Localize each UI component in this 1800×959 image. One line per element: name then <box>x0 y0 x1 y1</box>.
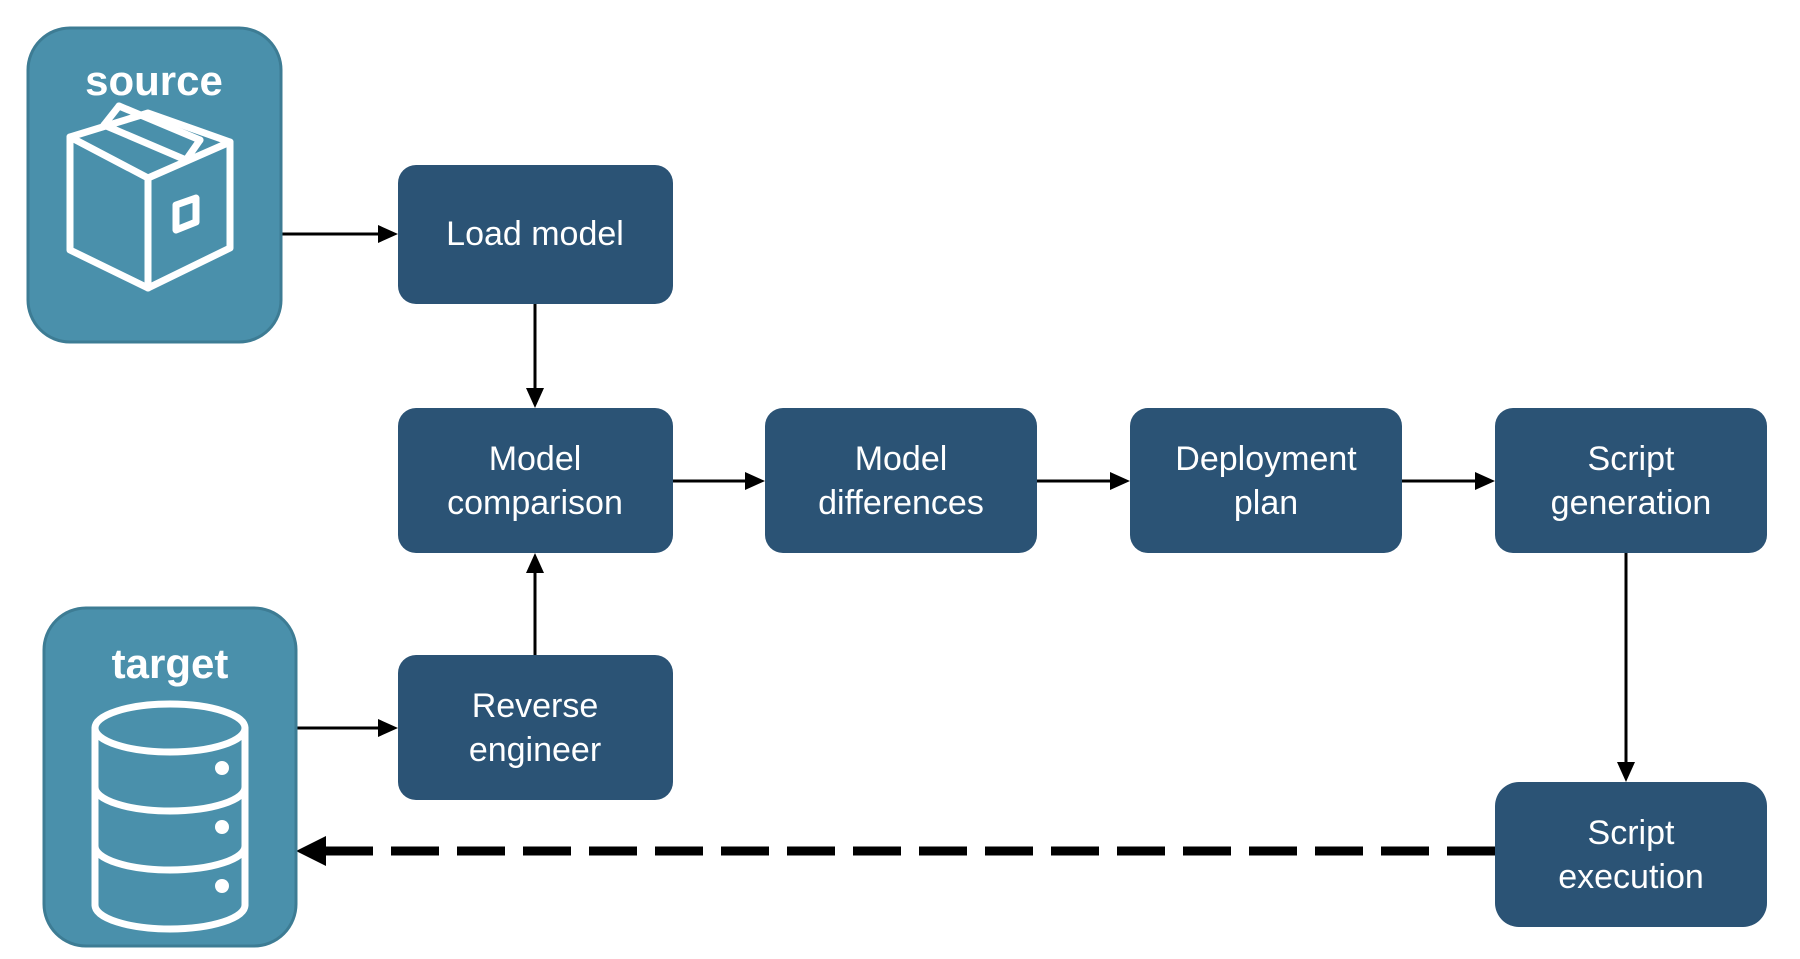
node-model-comparison[interactable]: Model comparison <box>398 408 673 553</box>
deployment-plan-label-line1: Deployment <box>1175 440 1357 478</box>
model-differences-label-line1: Model <box>855 440 948 478</box>
edge-script-generation-to-script-execution <box>1617 553 1635 782</box>
node-script-generation[interactable]: Script generation <box>1495 408 1767 553</box>
target-label: target <box>112 640 229 687</box>
script-generation-label-line2: generation <box>1551 484 1712 522</box>
database-cylinder-icon <box>91 700 249 933</box>
model-comparison-box <box>398 408 673 553</box>
reverse-engineer-label-line2: engineer <box>469 731 601 769</box>
model-comparison-label-line2: comparison <box>447 484 623 522</box>
edge-deployment-plan-to-script-generation <box>1402 472 1495 490</box>
load-model-box <box>398 165 673 304</box>
edge-target-to-reverse-engineer <box>296 719 398 737</box>
package-box-icon <box>66 102 234 292</box>
reverse-engineer-label-line1: Reverse <box>472 687 599 725</box>
model-comparison-label-line1: Model <box>489 440 582 478</box>
edge-model-comparison-to-model-differences <box>673 472 765 490</box>
script-generation-label-line1: Script <box>1588 440 1675 478</box>
node-source[interactable]: source <box>26 26 283 344</box>
node-deployment-plan[interactable]: Deployment plan <box>1130 408 1402 553</box>
script-generation-box <box>1495 408 1767 553</box>
script-execution-label-line2: execution <box>1558 858 1704 896</box>
edge-script-execution-to-target <box>296 836 1495 866</box>
node-reverse-engineer[interactable]: Reverse engineer <box>398 655 673 800</box>
deployment-plan-label-line2: plan <box>1234 484 1298 522</box>
model-differences-label-line2: differences <box>818 484 984 522</box>
edge-load-model-to-model-comparison <box>526 304 544 408</box>
load-model-label: Load model <box>446 215 624 253</box>
node-script-execution[interactable]: Script execution <box>1495 782 1767 927</box>
edge-model-differences-to-deployment-plan <box>1037 472 1130 490</box>
script-execution-box <box>1495 782 1767 927</box>
reverse-engineer-box <box>398 655 673 800</box>
node-target[interactable]: target <box>42 606 298 948</box>
script-execution-label-line1: Script <box>1588 814 1675 852</box>
edge-source-to-load-model <box>281 225 398 243</box>
deployment-plan-box <box>1130 408 1402 553</box>
edge-reverse-engineer-to-model-comparison <box>526 553 544 655</box>
source-label: source <box>85 57 223 104</box>
model-differences-box <box>765 408 1037 553</box>
node-load-model[interactable]: Load model <box>398 165 673 304</box>
node-model-differences[interactable]: Model differences <box>765 408 1037 553</box>
